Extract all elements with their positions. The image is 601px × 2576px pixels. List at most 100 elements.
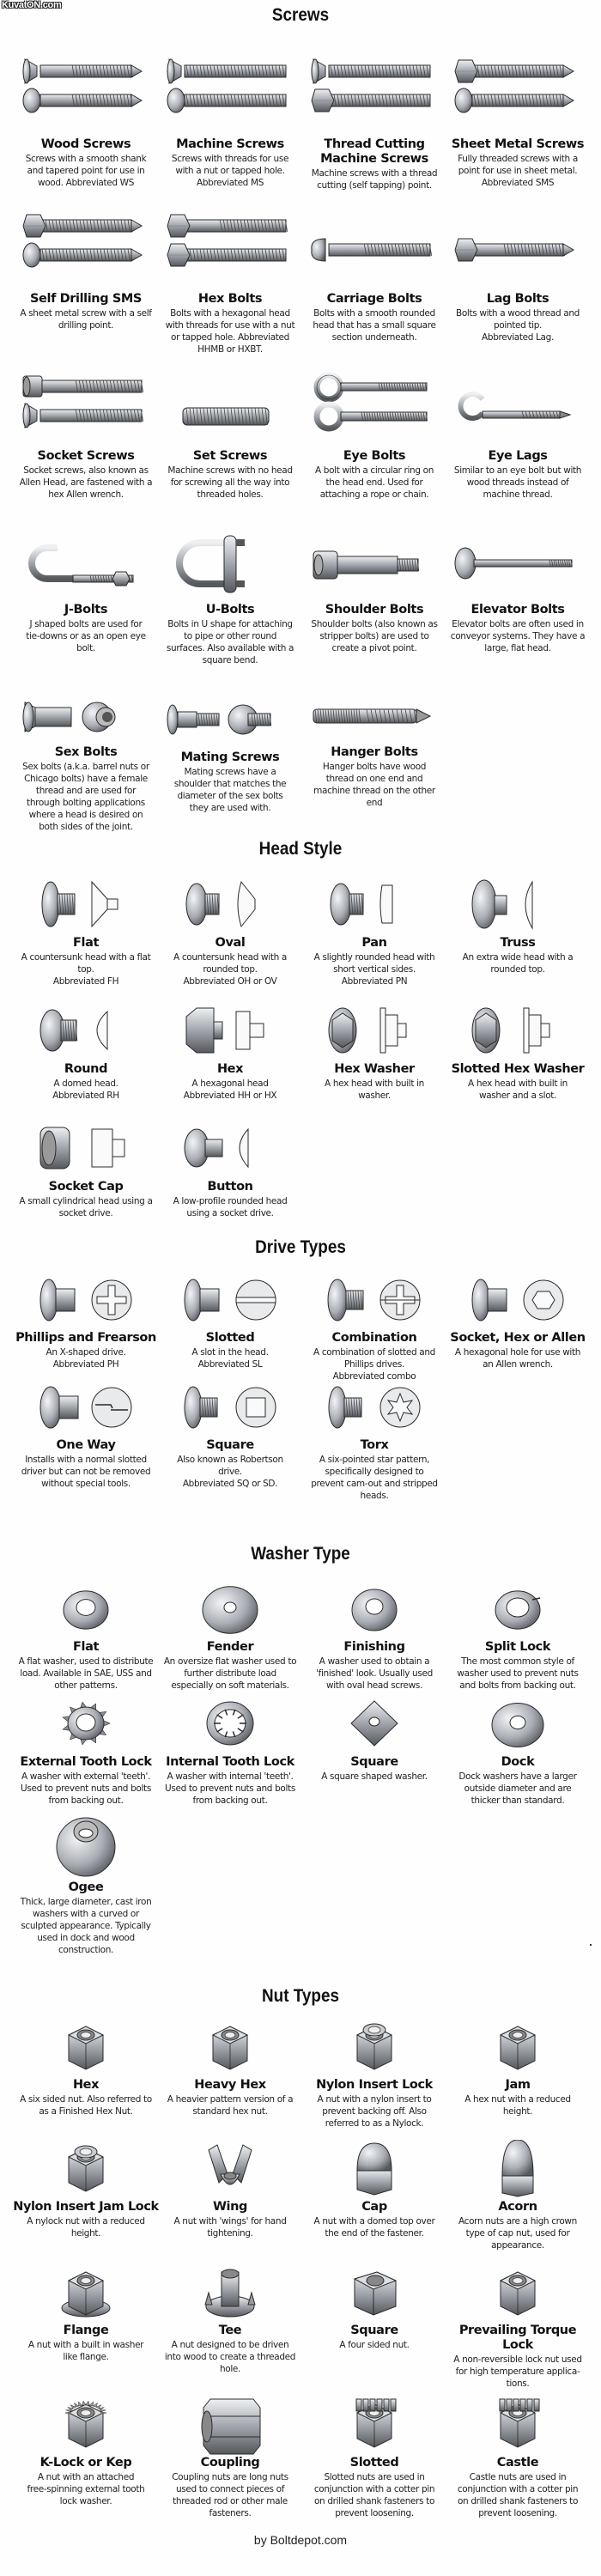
hex-socket-drive-icon xyxy=(445,1269,591,1331)
footer-credit: by Boltdepot.com xyxy=(253,2533,348,2547)
item-description: A hex head with built in washer and a sl… xyxy=(468,1078,568,1101)
item-name: Machine Screws xyxy=(176,137,284,151)
item-description: Acorn nuts are a high crown type of cap … xyxy=(458,2216,577,2251)
item-name: Elevator Bolts xyxy=(470,603,565,617)
item-description: Machine screws with no head for screwing… xyxy=(167,465,293,500)
item-description: Socket screws, also known as Allen Head,… xyxy=(19,465,153,500)
truss-head-icon xyxy=(445,874,591,936)
section-title-screws: Screws xyxy=(271,5,330,25)
carriage-bolt-icon xyxy=(301,191,447,292)
head-style-item: Slotted Hex Washer A hex head with built… xyxy=(445,1000,591,1102)
nylon-insert-nut-icon xyxy=(301,2018,447,2078)
head-style-item: Hex Washer A hex head with built in wash… xyxy=(301,1000,447,1102)
item-name: Tee xyxy=(218,2324,242,2337)
item-name: Oval xyxy=(215,936,246,950)
item-description: A countersunk head with a rounded top. A… xyxy=(173,952,287,987)
item-name: Square xyxy=(350,1755,398,1769)
item-name: Socket Cap xyxy=(48,1180,124,1194)
eye-bolt-icon xyxy=(301,355,447,449)
item-description: An extra wide head with a rounded top. xyxy=(462,952,574,975)
screws-item: J-Bolts J shaped bolts are used for tie-… xyxy=(13,526,159,654)
heavy-hex-nut-icon xyxy=(157,2018,303,2078)
item-description: A small cylindrical head using a socket … xyxy=(19,1196,153,1218)
washer-type-item: External Tooth Lock A washer with extern… xyxy=(13,1693,159,1807)
item-description: A bolt with a circular ring on the head … xyxy=(314,465,434,500)
screws-item: Hex Bolts Bolts with a hexagonal head wi… xyxy=(157,191,303,355)
item-description: A washer with internal 'teeth'. Used to … xyxy=(165,1771,295,1806)
button-head-icon xyxy=(157,1118,303,1180)
ogee-washer-icon xyxy=(13,1810,159,1880)
item-name: Slotted xyxy=(349,2456,399,2470)
mating-screw-icon xyxy=(157,685,303,750)
finishing-washer-icon xyxy=(301,1578,447,1640)
washer-type-item: Fender An oversize flat washer used to f… xyxy=(157,1578,303,1692)
hex-head-icon xyxy=(157,1000,303,1062)
item-description: Fully threaded screws with a point for u… xyxy=(458,154,578,188)
item-name: Internal Tooth Lock xyxy=(166,1755,294,1769)
item-name: Self Drilling SMS xyxy=(30,292,142,306)
screws-item: U-Bolts Bolts in U shape for attaching t… xyxy=(157,526,303,666)
item-description: Screws with a smooth shank and tapered p… xyxy=(25,154,147,188)
item-description: A flat washer, used to distribute load. … xyxy=(18,1656,154,1691)
wood-screw-icon xyxy=(13,36,159,137)
item-description: A six-pointed star pattern, specifically… xyxy=(311,1455,438,1501)
flange-nut-icon xyxy=(13,2263,159,2324)
screws-item: Mating Screws Mating screws have a shoul… xyxy=(157,685,303,814)
nut-types-item: Flange A nut with a built in washer like… xyxy=(13,2263,159,2363)
item-description: A low-profile rounded head using a socke… xyxy=(173,1196,288,1218)
nut-types-item: Coupling Coupling nuts are long nuts use… xyxy=(157,2396,303,2519)
k-lock-nut-icon xyxy=(13,2396,159,2456)
nut-types-item: Square A four sided nut. xyxy=(301,2263,447,2351)
nut-types-item: Hex A six sided nut. Also referred to as… xyxy=(13,2018,159,2117)
item-name: Nylon Insert Jam Lock xyxy=(13,2200,159,2214)
square-washer-icon xyxy=(301,1693,447,1755)
nut-types-item: Prevailing Torque Lock A non-reversible … xyxy=(445,2263,591,2390)
item-description: A nut with a nylon insert to prevent bac… xyxy=(317,2094,432,2129)
head-style-item: Socket Cap A small cylindrical head usin… xyxy=(13,1118,159,1219)
item-description: A nut with a domed top over the end of t… xyxy=(313,2216,435,2239)
washer-type-item: Ogee Thick, large diameter, cast iron wa… xyxy=(13,1810,159,1956)
item-description: A slightly rounded head with short verti… xyxy=(313,952,435,987)
screws-item: Set Screws Machine screws with no head f… xyxy=(157,355,303,501)
item-name: Ogee xyxy=(68,1880,104,1894)
screws-item: Socket Screws Socket screws, also known … xyxy=(13,355,159,501)
item-description: Screws with threads for use with a nut o… xyxy=(171,154,289,188)
item-description: Mating screws have a shoulder that match… xyxy=(173,767,287,813)
item-description: Coupling nuts are long nuts used to conn… xyxy=(172,2472,288,2518)
item-description: The most common style of washer used to … xyxy=(457,1656,579,1691)
item-description: A four sided nut. xyxy=(339,2340,410,2350)
hex-nut-icon xyxy=(13,2018,159,2078)
item-description: A nut with a built in washer like flange… xyxy=(27,2340,144,2362)
square-drive-icon xyxy=(157,1376,303,1438)
head-style-item: Pan A slightly rounded head with short v… xyxy=(301,874,447,987)
coupling-nut-icon xyxy=(157,2396,303,2456)
machine-screw-icon xyxy=(157,36,303,137)
section-title-washer-type: Washer Type xyxy=(251,1544,350,1564)
dock-washer-icon xyxy=(445,1693,591,1755)
item-name: Button xyxy=(207,1180,253,1194)
item-description: Installs with a normal slotted driver bu… xyxy=(21,1455,151,1489)
item-name: Wing xyxy=(212,2200,248,2214)
screws-item: Hanger Bolts Hanger bolts have wood thre… xyxy=(301,685,447,809)
item-description: A hex nut with a reduced height. xyxy=(464,2094,571,2117)
slotted-nut-icon xyxy=(301,2396,447,2456)
item-description: A nut designed to be driven into wood to… xyxy=(164,2340,296,2374)
nut-types-item: Nylon Insert Jam Lock A nylock nut with … xyxy=(13,2140,159,2239)
item-name: Prevailing Torque Lock xyxy=(458,2324,577,2352)
screws-item: Eye Lags Similar to an eye bolt but with… xyxy=(445,355,591,501)
screws-item: Lag Bolts Bolts with a wood thread and p… xyxy=(445,191,591,343)
prevailing-torque-nut-icon xyxy=(445,2263,591,2324)
j-bolt-icon xyxy=(13,526,159,603)
nut-types-item: Heavy Hex A heavier pattern version of a… xyxy=(157,2018,303,2117)
item-description: A heavier pattern version of a standard … xyxy=(167,2094,294,2117)
item-name: Split Lock xyxy=(484,1640,551,1654)
torx-drive-icon xyxy=(301,1376,447,1438)
item-name: Round xyxy=(64,1062,108,1076)
screws-item: Sheet Metal Screws Fully threaded screws… xyxy=(445,36,591,189)
item-description: Bolts in U shape for attaching to pipe o… xyxy=(166,619,294,665)
item-description: J shaped bolts are used for tie-downs or… xyxy=(26,619,146,653)
lag-bolt-icon xyxy=(445,191,591,292)
cap-nut-icon xyxy=(301,2140,447,2200)
jam-nut-icon xyxy=(445,2018,591,2078)
item-description: A six sided nut. Also referred to as a F… xyxy=(20,2094,152,2117)
